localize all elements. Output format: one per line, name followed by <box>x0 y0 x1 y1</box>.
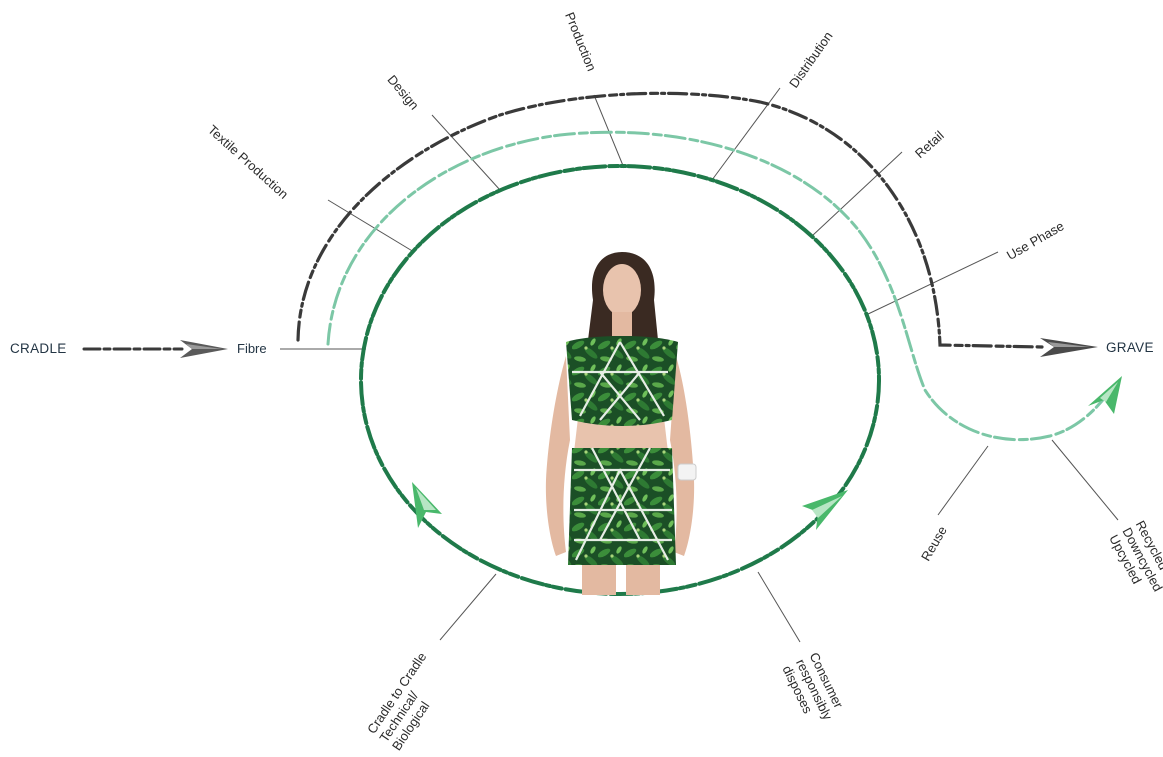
triangle-pattern <box>572 341 672 561</box>
model-figure-icon <box>545 252 697 595</box>
inner-green-circle <box>359 164 881 596</box>
neck <box>612 312 632 336</box>
linear-path <box>82 91 1044 351</box>
leader-recycled <box>1051 439 1119 521</box>
leader-reuse <box>937 445 989 516</box>
arrow-to-grave-icon <box>1040 338 1098 357</box>
leader-design <box>431 114 501 191</box>
right-leg <box>626 565 660 595</box>
leader-consumer <box>757 571 801 643</box>
arrowheads <box>180 338 1122 530</box>
leader-lines <box>280 87 1119 643</box>
label-fibre: Fibre <box>237 341 267 356</box>
face <box>603 264 641 316</box>
cradle-to-cradle-loop <box>359 164 881 596</box>
arrow-recycled-highlight-icon <box>1100 382 1118 402</box>
arrow-consumer-highlight-icon <box>812 496 842 518</box>
label-cradle: CRADLE <box>10 341 67 356</box>
reuse-path <box>326 130 1114 442</box>
arrow-to-fibre-highlight-icon <box>186 344 222 349</box>
leader-textile-production <box>327 199 415 253</box>
arrow-cradle-highlight-icon <box>416 488 436 510</box>
arrow-to-grave-highlight-icon <box>1048 342 1090 347</box>
left-leg <box>582 565 616 595</box>
outer-grey-arc <box>296 91 1044 349</box>
leader-cradle-to-cradle <box>439 573 497 641</box>
bracelet-icon <box>677 463 697 481</box>
leader-retail <box>811 151 903 237</box>
light-green-arc <box>326 130 1114 442</box>
crop-top <box>566 336 678 426</box>
midriff <box>574 418 668 452</box>
leader-distribution <box>711 87 781 181</box>
right-arm <box>670 356 695 556</box>
left-arm <box>545 356 570 556</box>
label-grave: GRAVE <box>1106 340 1154 355</box>
